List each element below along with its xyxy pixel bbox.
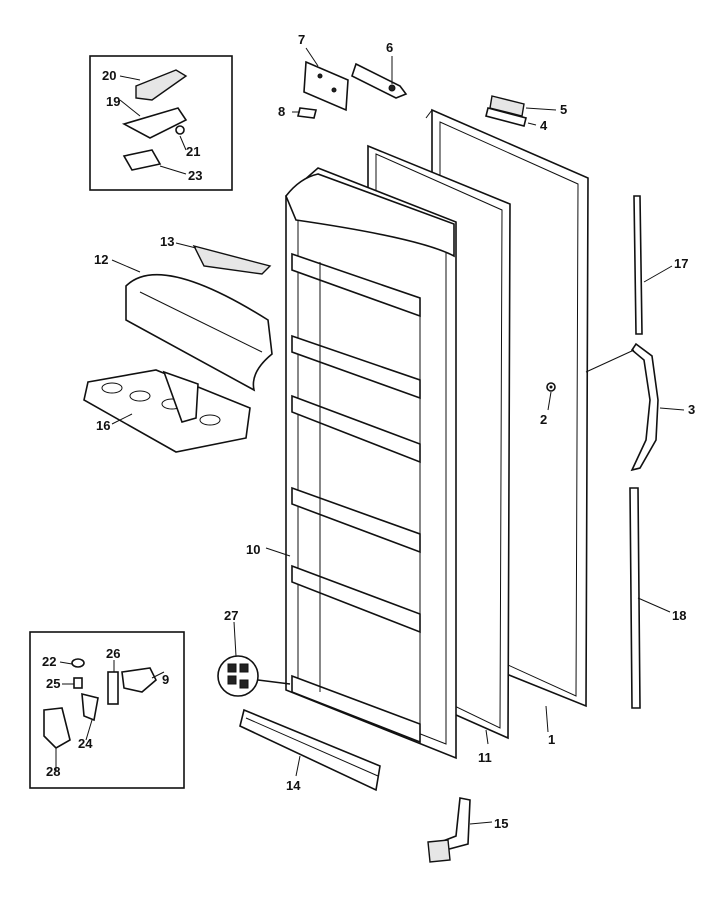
label-part-28: 28 — [46, 764, 60, 779]
label-part-15: 15 — [494, 816, 508, 831]
label-part-8: 8 — [278, 104, 285, 119]
cam-assembly-27 — [217, 655, 291, 697]
label-part-11: 11 — [478, 750, 492, 765]
leader-lines — [55, 47, 685, 825]
hinge-cover-20 — [135, 69, 188, 101]
egg-tray — [83, 369, 251, 453]
door-inner-liner — [285, 167, 457, 760]
inset-box-top — [89, 55, 233, 191]
shim-26 — [107, 671, 119, 705]
door-handle — [630, 342, 659, 472]
label-part-20: 20 — [102, 68, 116, 83]
hinge-plate-23 — [122, 149, 162, 171]
spacer-25 — [73, 677, 83, 689]
label-part-21: 21 — [186, 144, 200, 159]
hinge-bracket-19 — [121, 107, 188, 139]
bottom-hinge-15 — [427, 797, 471, 863]
label-part-6: 6 — [386, 40, 393, 55]
hinge-bracket-6 — [351, 62, 408, 99]
label-part-16: 16 — [96, 418, 110, 433]
label-part-14: 14 — [286, 778, 301, 793]
hinge-7 — [303, 60, 349, 112]
label-part-17: 17 — [674, 256, 688, 271]
label-part-24: 24 — [78, 736, 93, 751]
label-part-5: 5 — [560, 102, 567, 117]
label-part-23: 23 — [188, 168, 202, 183]
dairy-compartment-door — [125, 273, 273, 392]
label-part-25: 25 — [46, 676, 60, 691]
label-part-13: 13 — [160, 234, 174, 249]
label-part-2: 2 — [540, 412, 547, 427]
hinge-cover-5 — [489, 95, 525, 117]
label-part-7: 7 — [298, 32, 305, 47]
screw-8 — [297, 107, 317, 119]
label-part-4: 4 — [540, 118, 548, 133]
hinge-cover-4 — [485, 107, 527, 127]
handle-trim-lower — [629, 487, 641, 709]
label-part-10: 10 — [246, 542, 260, 557]
handle-trim-upper — [633, 195, 643, 335]
label-part-3: 3 — [688, 402, 695, 417]
dairy-shield-13 — [192, 244, 272, 275]
hinge-block-28 — [43, 707, 71, 749]
label-part-9: 9 — [162, 672, 169, 687]
hinge-9 — [121, 667, 157, 693]
bushing-22 — [71, 658, 85, 668]
label-part-26: 26 — [106, 646, 120, 661]
label-part-12: 12 — [94, 252, 108, 267]
label-part-1: 1 — [548, 732, 555, 747]
bottom-trim — [239, 708, 381, 792]
inset-box-bottom — [29, 631, 185, 789]
part-number-labels: 1 2 3 4 5 6 7 8 9 10 11 12 13 14 15 16 1… — [42, 32, 695, 831]
label-part-18: 18 — [672, 608, 686, 623]
label-part-27: 27 — [224, 608, 238, 623]
washer-21 — [175, 125, 185, 135]
hinge-pin-24 — [81, 692, 99, 722]
label-part-19: 19 — [106, 94, 120, 109]
label-part-22: 22 — [42, 654, 56, 669]
